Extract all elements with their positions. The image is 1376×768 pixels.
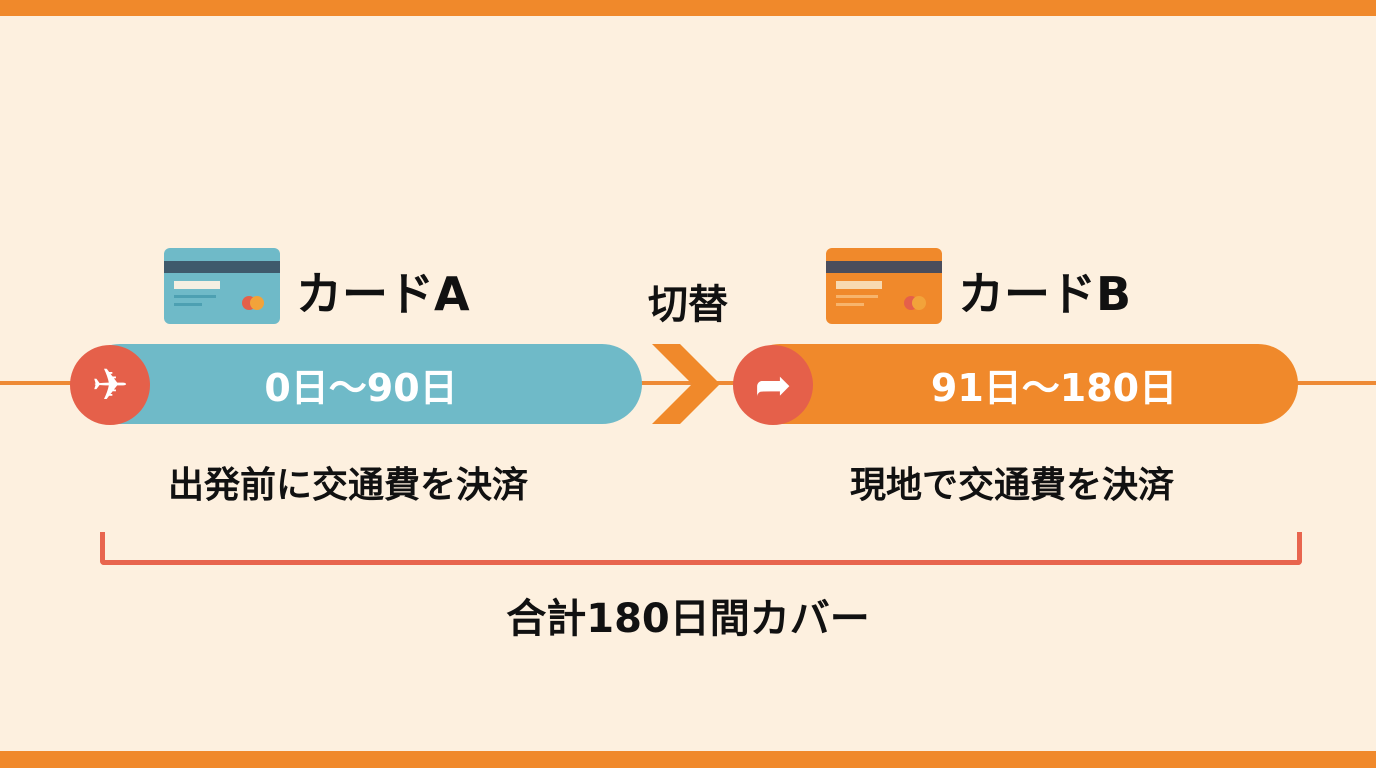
card-a-range: 0日〜90日 [264,365,458,410]
airplane-icon: ✈ [70,345,150,425]
card-a-icon [164,248,280,324]
bottom-border [0,751,1376,768]
card-b-icon [826,248,942,324]
card-b-title: カードB [958,267,1132,321]
card-a-range-bar: 0日〜90日 [80,344,642,424]
card-b-range-bar: 91日〜180日 [740,344,1298,424]
card-b-desc: 現地で交通費を決済 [850,465,1175,506]
card-a-title: カードA [296,267,470,321]
card-b-range: 91日〜180日 [930,365,1178,410]
timeline-line [630,381,740,385]
timeline-line [0,381,80,385]
switch-label: 切替 [648,282,728,328]
total-bracket [100,532,1302,565]
total-label: 合計180日間カバー [506,596,870,642]
share-arrow-icon: ➦ [733,345,813,425]
card-a-desc: 出発前に交通費を決済 [168,465,529,506]
top-border [0,0,1376,16]
timeline-line [1290,381,1376,385]
chevron-right-icon [652,344,720,424]
